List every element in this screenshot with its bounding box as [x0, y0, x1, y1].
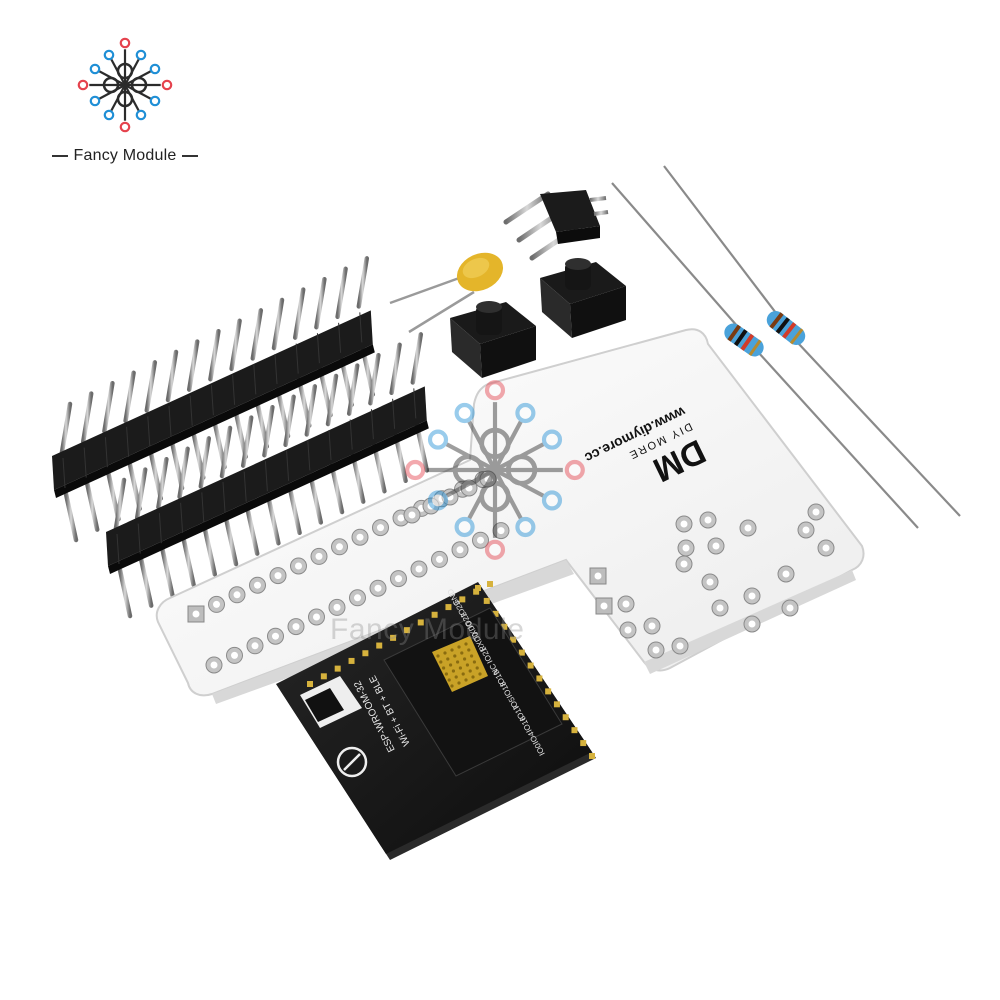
right-angle-header — [503, 190, 609, 261]
tact-switch-right — [540, 258, 626, 352]
brand-logo-icon — [77, 37, 173, 133]
brand-name: Fancy Module — [30, 147, 220, 165]
pin-headers — [52, 256, 430, 619]
brand: Fancy Module — [30, 25, 220, 175]
resistor-right — [663, 165, 961, 517]
esp32-module: ESP-WROOM-32 Wi-Fi + BT + BLE GNDIO23IO2… — [276, 581, 596, 860]
watermark-logo — [405, 380, 585, 560]
tact-switch-left — [450, 301, 536, 390]
pcb-pad-grid — [187, 470, 835, 674]
resistor-left — [611, 182, 919, 529]
ceramic-capacitor — [389, 252, 504, 334]
watermark-text: Fancy Module — [330, 613, 525, 646]
